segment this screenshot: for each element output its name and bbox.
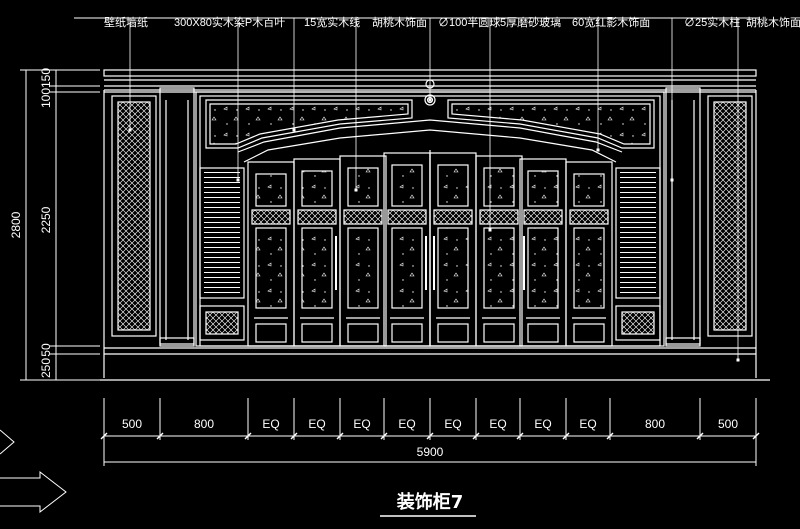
horizontal-dimension: 800 [645, 417, 665, 431]
glass-door [429, 152, 477, 347]
glass-door [247, 161, 295, 347]
horizontal-dimension: 800 [194, 417, 214, 431]
horizontal-dimension: EQ [353, 417, 370, 431]
right-column [665, 87, 701, 345]
material-callout: 300X80实木染P木百叶 [174, 15, 285, 29]
glass-door [519, 158, 567, 347]
horizontal-dimension: EQ [534, 417, 551, 431]
vertical-dimension: 2800 [9, 211, 23, 238]
glass-door [383, 152, 431, 347]
right-louver [615, 167, 661, 299]
upper-right-glass [447, 99, 655, 149]
horizontal-dimension: EQ [398, 417, 415, 431]
dimension-lines [0, 17, 760, 517]
material-callout: 5厚磨砂玻璃 [500, 15, 561, 29]
vertical-dimension: 250 [39, 358, 53, 378]
right-wallpaper-panel [707, 95, 753, 337]
glass-door [475, 155, 523, 347]
glass-door [565, 161, 613, 347]
horizontal-dimension: EQ [262, 417, 279, 431]
vertical-dimension: 150 [39, 68, 53, 88]
glass-door [339, 155, 387, 347]
material-callout: 15宽实木线 [304, 15, 360, 29]
total-dimension: 5900 [417, 445, 444, 459]
material-callout: ∅25实木柱 [684, 15, 740, 29]
vertical-dimension: 2250 [39, 206, 53, 233]
vertical-dimension: 50 [39, 343, 53, 357]
horizontal-dimension: EQ [489, 417, 506, 431]
glass-door [293, 158, 341, 347]
horizontal-dimension: EQ [444, 417, 461, 431]
material-callout: 壁纸墙纸 [104, 15, 148, 29]
cabinet-elevation [100, 69, 770, 381]
material-callout: 胡桃木饰面 [372, 15, 427, 29]
upper-left-glass [205, 99, 413, 149]
material-callout: 60宽红影木饰面 [572, 15, 650, 29]
material-callout: ∅100半圆球 [438, 15, 500, 29]
drawing-title: 装饰柜7 [397, 491, 464, 513]
horizontal-dimension: EQ [308, 417, 325, 431]
horizontal-dimension: 500 [122, 417, 142, 431]
glass-doors [247, 152, 613, 347]
left-wallpaper-panel [111, 95, 157, 337]
left-column [159, 87, 195, 345]
vertical-dimension: 100 [39, 88, 53, 108]
horizontal-dimension: EQ [579, 417, 596, 431]
left-louver [199, 167, 245, 299]
horizontal-dimension: 500 [718, 417, 738, 431]
material-callout: 胡桃木饰面 [746, 15, 800, 29]
